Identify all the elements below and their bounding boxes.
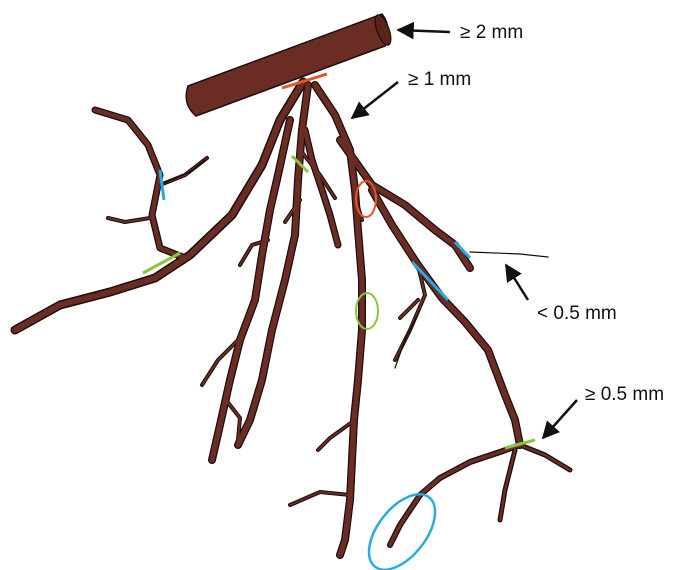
marker-1mm [143,156,535,448]
marker-05mm [160,170,470,570]
label-ge-1mm: ≥ 1 mm [408,69,471,90]
label-lt-05mm: < 0.5 mm [537,303,617,324]
label-ge-2mm: ≥ 2 mm [460,22,523,43]
arrow-icon [352,82,398,118]
arrow-icon [543,400,577,438]
label-ge-05mm: ≥ 0.5 mm [585,384,664,405]
arrow-icon [398,30,450,32]
arrow-icon [506,265,528,300]
root-system [15,13,570,555]
annotation-arrows [352,30,577,438]
root-branches [15,82,570,555]
